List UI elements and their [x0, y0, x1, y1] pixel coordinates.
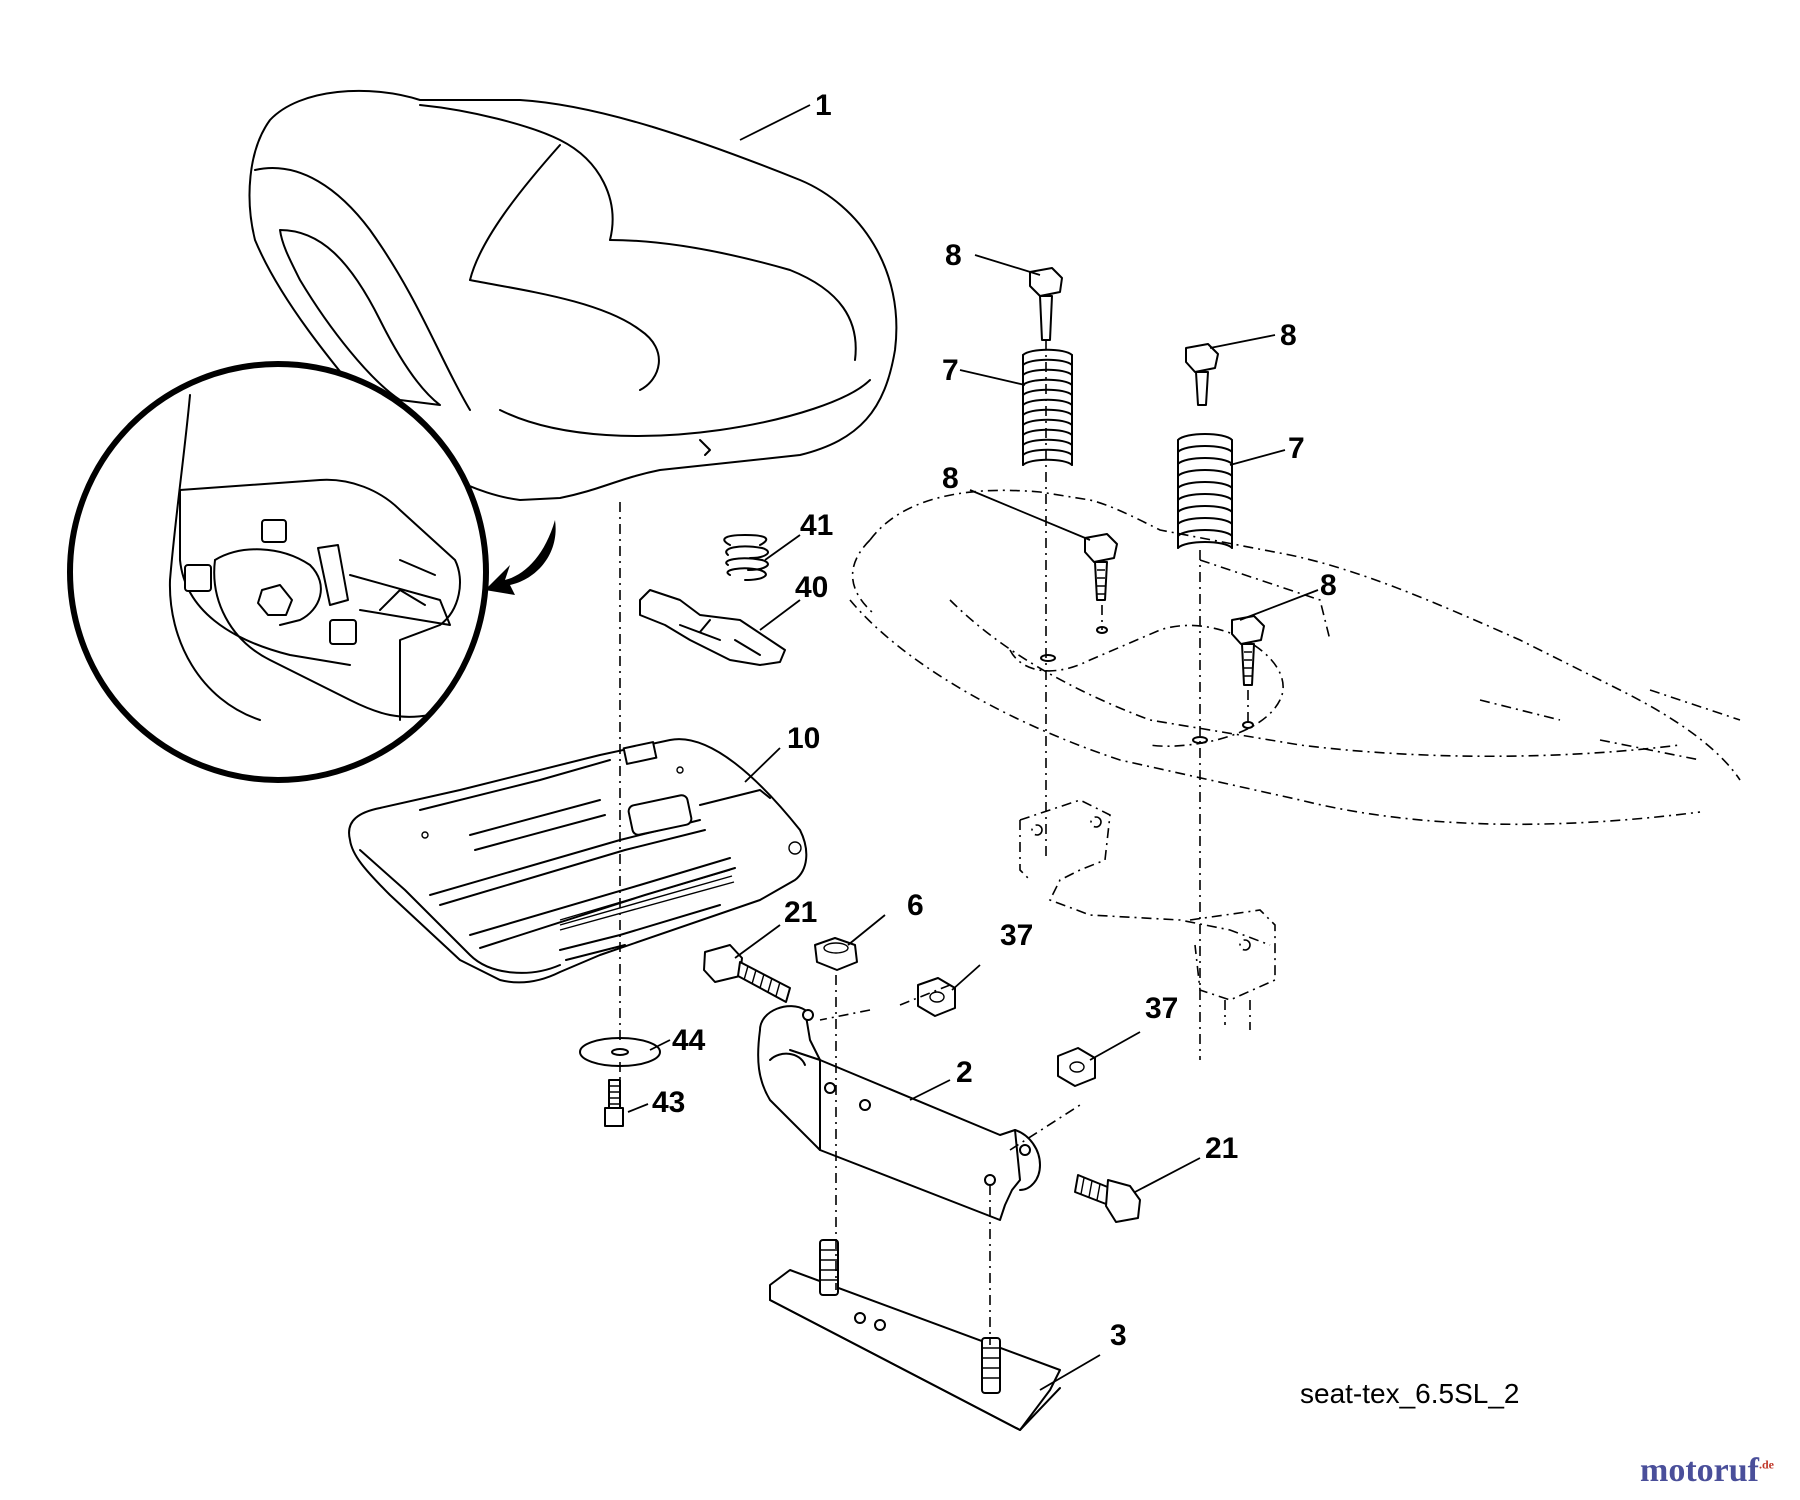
- callout-41: 41: [800, 509, 833, 542]
- callout-8-c: 8: [942, 462, 959, 495]
- callout-40: 40: [795, 571, 828, 604]
- callout-2: 2: [956, 1056, 973, 1089]
- bolt-8-d: [1231, 615, 1265, 686]
- callout-8-a: 8: [945, 239, 962, 272]
- watermark-domain: .de: [1758, 1457, 1774, 1472]
- diagram-caption: seat-tex_6.5SL_2: [1300, 1378, 1520, 1409]
- callout-3: 3: [1110, 1319, 1127, 1352]
- callout-21-a: 21: [784, 896, 817, 929]
- nut-37-a: [917, 977, 956, 1017]
- bolt-8-a: [1029, 267, 1063, 341]
- callout-6: 6: [907, 889, 924, 922]
- bolt-8-b: [1185, 343, 1219, 406]
- alignment-lines: [619, 340, 1249, 1345]
- stud-pair: [819, 1239, 1001, 1394]
- seat-part: [248, 89, 898, 501]
- bracket-2: [757, 1005, 1041, 1221]
- bolt-21-b: [1074, 1174, 1141, 1223]
- callout-8-d: 8: [1320, 569, 1337, 602]
- nut-37-b: [1057, 1047, 1096, 1087]
- bolt-43: [604, 1079, 624, 1127]
- seat-pan-10: [348, 738, 808, 984]
- detail-circle: [67, 361, 556, 783]
- callout-21-b: 21: [1205, 1132, 1238, 1165]
- nut-6: [814, 937, 858, 971]
- seat-pan-slots: [559, 869, 735, 931]
- washer-44: [579, 1037, 661, 1067]
- callout-1: 1: [815, 89, 832, 122]
- callout-37-b: 37: [1145, 992, 1178, 1025]
- switch-plate-40: [639, 589, 786, 666]
- watermark-name: motoruf: [1640, 1452, 1759, 1489]
- bolt-8-c: [1084, 533, 1118, 601]
- spring-7-b: [1177, 433, 1233, 549]
- frame-outline: [849, 489, 1741, 1030]
- callout-10: 10: [787, 722, 820, 755]
- callout-8-b: 8: [1280, 319, 1297, 352]
- bolt-21-a: [703, 944, 791, 1003]
- callout-44: 44: [672, 1024, 706, 1057]
- watermark-logo: motoruf.de: [1640, 1452, 1774, 1490]
- callout-7-a: 7: [942, 354, 959, 387]
- plate-3: [769, 1269, 1061, 1431]
- spring-7-a: [1022, 348, 1073, 466]
- spring-41: [723, 534, 769, 581]
- callout-43: 43: [652, 1086, 685, 1119]
- frame-holes: [1040, 626, 1254, 744]
- callout-37-a: 37: [1000, 919, 1033, 952]
- callout-7-b: 7: [1288, 432, 1305, 465]
- callout-labels: 1 8 8 7 7 8 8 41 40 10 21 6 37 37 44 43 …: [652, 89, 1337, 1352]
- leader-lines: [627, 104, 1319, 1391]
